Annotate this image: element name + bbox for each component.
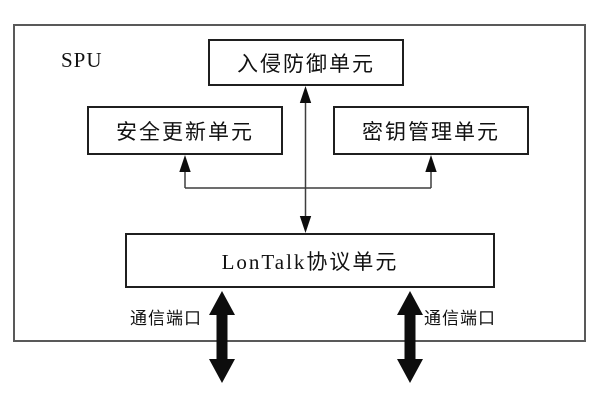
node-security-update-unit: 安全更新单元	[87, 106, 283, 155]
node-lontalk-protocol-unit: LonTalk协议单元	[125, 233, 495, 288]
spu-frame-label: SPU	[61, 48, 103, 72]
node-intrusion-prevention-unit: 入侵防御单元	[208, 39, 404, 86]
comm-port-label-left: 通信端口	[130, 309, 202, 328]
node-key-management-unit: 密钥管理单元	[333, 106, 529, 155]
comm-port-label-right: 通信端口	[424, 309, 496, 328]
